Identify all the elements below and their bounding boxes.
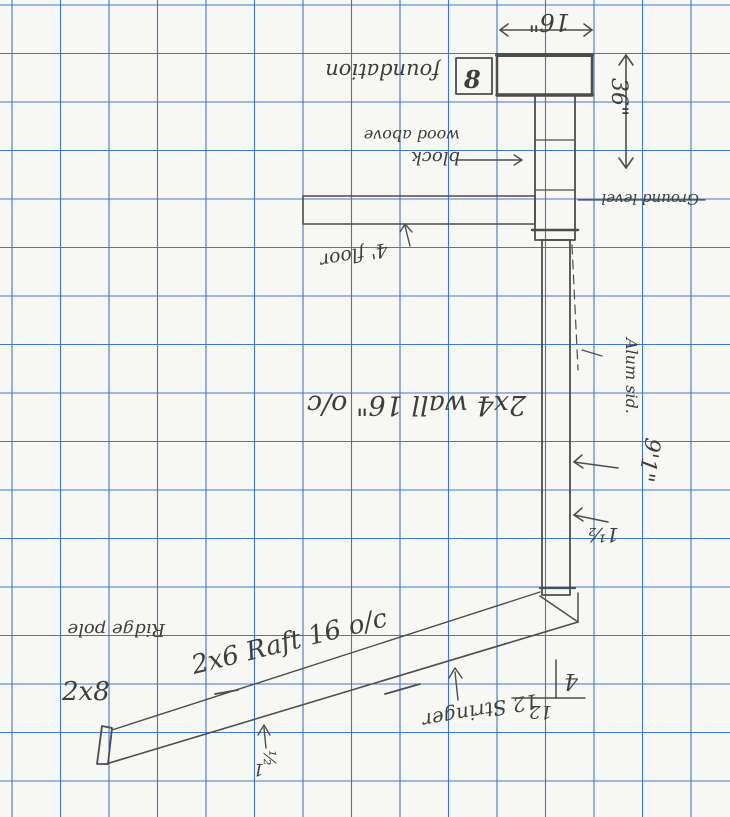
dim-1-half-pointer [573, 514, 609, 523]
dim-9-pointer [573, 461, 619, 469]
wall-rect [541, 239, 571, 596]
dim-36-arrow-top [618, 54, 634, 66]
floor-joist: 4' floor [302, 195, 536, 272]
label-ground-level: Ground level [601, 190, 699, 208]
stringer-tick [384, 683, 421, 695]
alum-pointer [581, 349, 603, 357]
rafter-bottom-edge [105, 621, 579, 765]
pitch-marker: 4 12 [511, 659, 586, 722]
label-36-inch: 36" [606, 78, 631, 116]
dim-9ft: 9'1" [573, 436, 665, 484]
label-wall-2x4: 2x4 wall 16" o/c [307, 389, 527, 420]
block-8-box [455, 57, 493, 95]
label-foundation: foundation [325, 59, 442, 83]
label-pitch-12: 12 [529, 701, 552, 722]
ridge-pole-shape [96, 725, 113, 765]
bottom-dim-pointer-head [257, 724, 271, 736]
bottom-dim: 1 ½ [253, 724, 279, 779]
ground-level: Ground level [577, 190, 706, 208]
footing-rect [495, 53, 594, 97]
foundation-footing: 16" 8 foundation [325, 8, 594, 97]
label-9-1: 9'1" [632, 436, 664, 484]
label-rafter: 2x6 Raft 16 o/c [188, 603, 391, 681]
label-1-half: 1½ [587, 523, 619, 547]
floor-pointer [404, 225, 411, 247]
floor-joist-rect [302, 195, 536, 225]
siding-line [571, 244, 579, 371]
block-stem-wall: block wood above [364, 94, 580, 241]
label-8: 8 [463, 65, 481, 94]
label-4-floor: 4' floor [317, 238, 391, 272]
dim-16-arrow-left [499, 23, 509, 37]
stringer-pointer-head [448, 667, 463, 679]
block-pointer-head [513, 154, 523, 166]
dim-1-half: 1½ [573, 507, 619, 547]
dim-16-arrow-right [583, 23, 593, 37]
label-wood-above: wood above [364, 126, 460, 145]
ridge-pole: 2x8 Ridge pole [61, 619, 167, 765]
rafter: 2x6 Raft 16 o/c [105, 591, 579, 765]
dim-1-half-arrow [573, 507, 584, 522]
dim-36-arrow-bottom [618, 157, 634, 169]
wall-2x4: 2x4 wall 16" o/c Alum sid. [307, 239, 641, 596]
label-pitch-4: 4 [564, 668, 579, 693]
label-bottom-1: 1 [253, 759, 264, 779]
label-alum-sid: Alum sid. [622, 336, 641, 414]
rafter-top-edge [111, 591, 541, 731]
bottom-dim-pointer [263, 727, 267, 749]
dim-36: 36" [606, 54, 634, 169]
label-16-inch: 16" [528, 8, 570, 36]
stringer-note: 12 Stringer [419, 667, 540, 733]
label-block: block [411, 147, 460, 168]
stem-wall-rect [534, 94, 576, 241]
floor-pointer-head [399, 223, 413, 233]
label-stringer: 12 Stringer [419, 689, 539, 733]
label-2x8: 2x8 [61, 677, 110, 707]
label-bottom-half: ½ [259, 750, 279, 766]
label-ridge-pole: Ridge pole [68, 619, 167, 640]
rafter-tick [214, 689, 239, 695]
dim-9-arrow [573, 454, 584, 469]
rafter-birdsmouth [539, 595, 579, 623]
stringer-pointer [454, 671, 459, 701]
